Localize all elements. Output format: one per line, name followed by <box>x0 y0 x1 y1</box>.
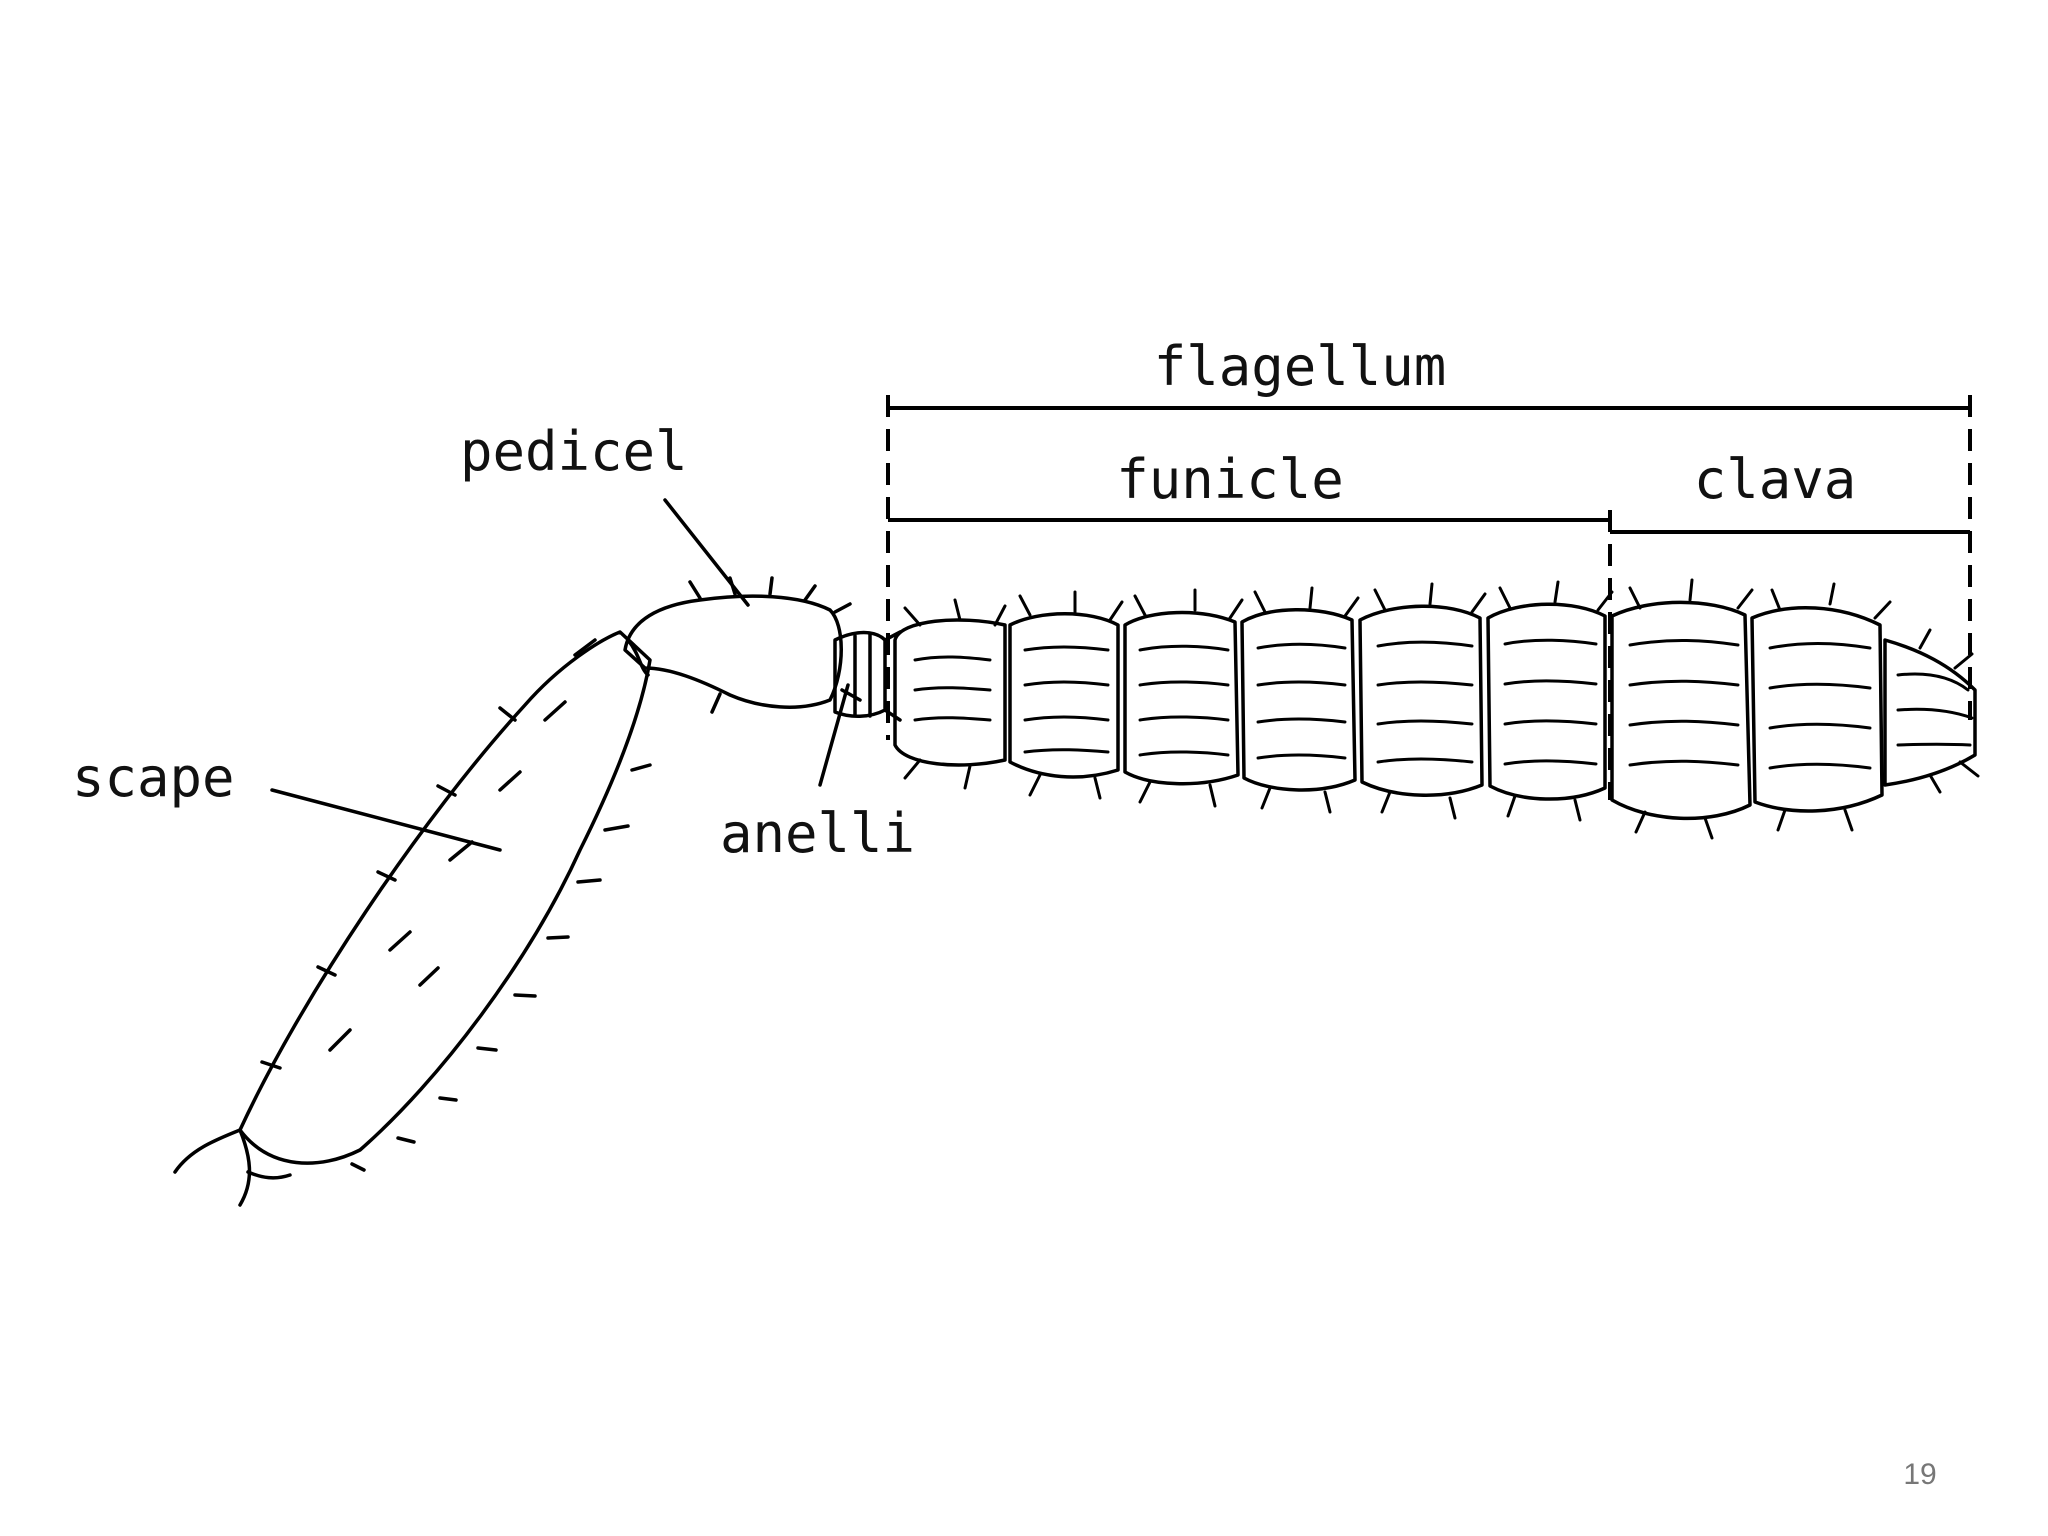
label-flagellum: flagellum <box>1154 335 1447 398</box>
label-anelli: anelli <box>720 802 915 865</box>
label-funicle: funicle <box>1116 448 1344 511</box>
scape-leader <box>272 790 500 850</box>
leader-lines <box>272 500 848 850</box>
funicle-segments <box>895 582 1612 820</box>
label-scape: scape <box>72 746 235 809</box>
pedicel-leader <box>665 500 748 605</box>
clava-segments <box>1612 580 1978 838</box>
anelli <box>835 632 900 720</box>
scape <box>175 632 650 1205</box>
label-clava: clava <box>1694 448 1857 511</box>
label-pedicel: pedicel <box>460 420 688 483</box>
page-number: 19 <box>1880 1458 1960 1492</box>
